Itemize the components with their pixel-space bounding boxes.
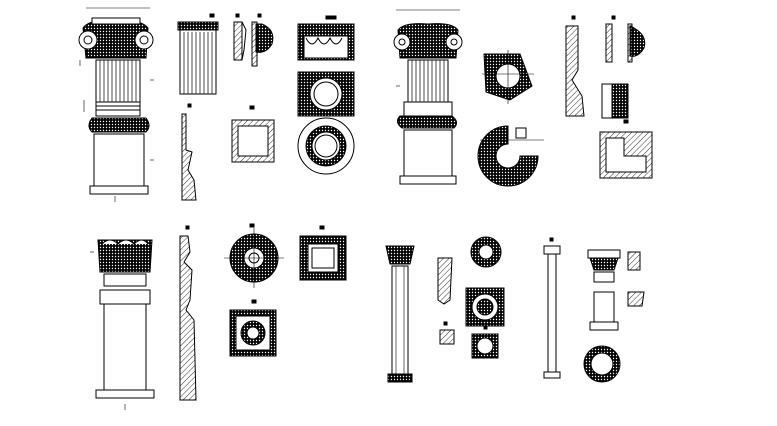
column-profile-tall: [181, 103, 197, 201]
base-plan-ring: [297, 71, 355, 175]
doric-capital-detail: [587, 249, 645, 331]
ionic-capital-volute: [251, 13, 274, 67]
ornate-square-plan: [465, 287, 505, 327]
coffer-plan: [229, 299, 277, 357]
ionic-capital-front: [177, 13, 219, 95]
quarter-ring-plan: [477, 125, 544, 187]
ionic-column-elevation: [78, 7, 154, 202]
rosette-plan: [224, 223, 284, 288]
corner-angle-section: [599, 119, 653, 179]
capital-corner-plan: [482, 50, 534, 104]
ionic-capital-profile: [233, 13, 247, 61]
composite-column-elevation: [393, 9, 463, 185]
plain-square-ring: [471, 325, 499, 359]
corinthian-profile: [179, 225, 197, 401]
square-frame-plan: [299, 225, 347, 281]
slender-pilaster: [385, 245, 455, 383]
capital-plan: [297, 15, 355, 61]
cornice-profile-right: [565, 15, 646, 119]
round-base-plan: [583, 345, 621, 383]
doric-column-thin: [543, 237, 561, 379]
ring-plan-small: [470, 236, 502, 268]
corinthian-column-elevation: [90, 239, 155, 410]
square-section: [231, 105, 275, 163]
